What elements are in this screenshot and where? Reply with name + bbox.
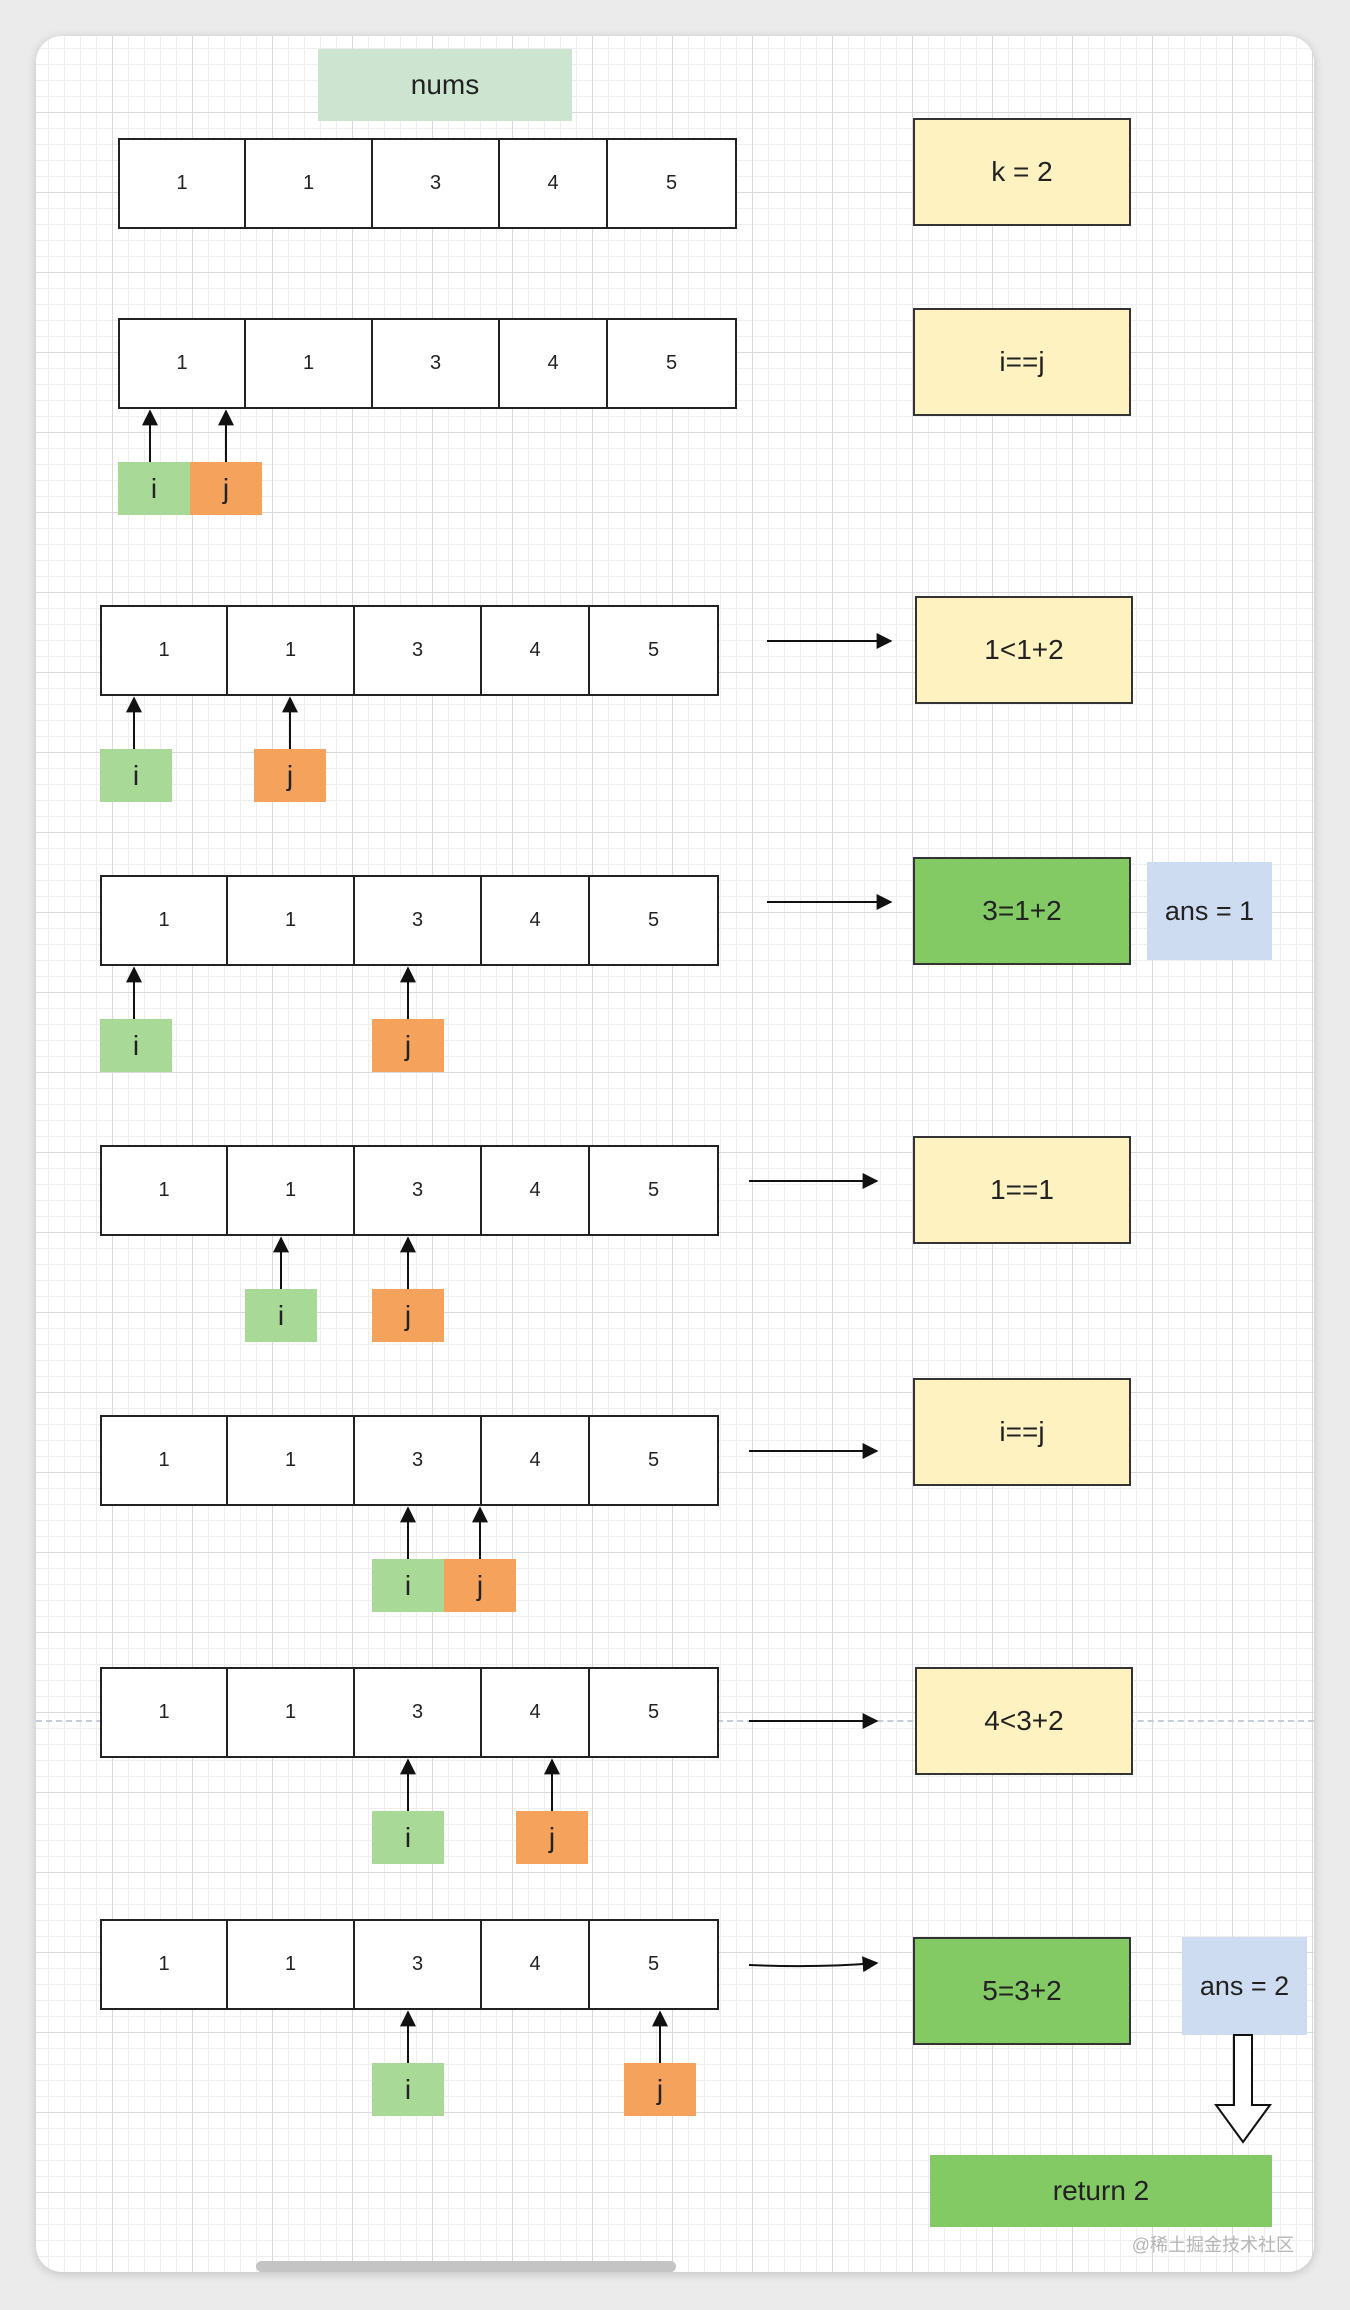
array-cell: 4 [482, 1417, 590, 1504]
condition-box-5: i==j [913, 1378, 1131, 1486]
array-row-4: 1 1 3 4 5 [100, 1145, 719, 1236]
array-cell: 1 [228, 1147, 355, 1234]
return-box: return 2 [930, 2155, 1272, 2227]
array-cell: 4 [500, 140, 608, 227]
array-row-7: 1 1 3 4 5 [100, 1919, 719, 2010]
watermark: @稀土掘金技术社区 [1131, 2235, 1294, 2255]
answer-badge-1: ans = 1 [1147, 862, 1272, 960]
array-cell: 1 [228, 607, 355, 694]
pointer-i: i [245, 1289, 317, 1342]
pointer-j: j [190, 462, 262, 515]
array-cell: 3 [355, 1147, 482, 1234]
array-cell: 4 [482, 1147, 590, 1234]
array-row-1: 1 1 3 4 5 [118, 318, 737, 409]
array-row-2: 1 1 3 4 5 [100, 605, 719, 696]
answer-badge-2: ans = 2 [1182, 1937, 1307, 2035]
array-cell: 4 [482, 1921, 590, 2008]
array-cell: 5 [647, 1953, 660, 1975]
array-cell: 3 [355, 877, 482, 964]
array-cell: 1 [120, 140, 246, 227]
condition-box-4: 1==1 [913, 1136, 1131, 1244]
condition-box-2: 1<1+2 [915, 596, 1133, 704]
array-cell: 1 [102, 607, 228, 694]
array-cell: 4 [482, 607, 590, 694]
pointer-j: j [254, 749, 326, 802]
condition-box-7: 5=3+2 [913, 1937, 1131, 2045]
condition-box-1: i==j [913, 308, 1131, 416]
array-cell: 5 [665, 352, 678, 374]
pointer-j: j [372, 1289, 444, 1342]
array-row-6: 1 1 3 4 5 [100, 1667, 719, 1758]
array-cell: 1 [228, 1669, 355, 1756]
pointer-i: i [372, 1559, 444, 1612]
array-cell: 1 [228, 1417, 355, 1504]
pointer-j: j [516, 1811, 588, 1864]
array-cell: 1 [102, 877, 228, 964]
array-cell: 4 [482, 877, 590, 964]
array-row-3: 1 1 3 4 5 [100, 875, 719, 966]
array-cell: 1 [120, 320, 246, 407]
pointer-i: i [100, 749, 172, 802]
array-cell: 1 [102, 1921, 228, 2008]
array-cell: 5 [647, 1179, 660, 1201]
condition-box-0: k = 2 [913, 118, 1131, 226]
pointer-j: j [372, 1019, 444, 1072]
array-cell: 3 [355, 1669, 482, 1756]
array-cell: 3 [355, 607, 482, 694]
array-cell: 5 [647, 909, 660, 931]
pointer-j: j [444, 1559, 516, 1612]
condition-box-3: 3=1+2 [913, 857, 1131, 965]
horizontal-scrollbar[interactable] [256, 2261, 676, 2272]
array-cell: 3 [355, 1417, 482, 1504]
array-cell: 3 [373, 320, 500, 407]
condition-box-6: 4<3+2 [915, 1667, 1133, 1775]
diagram-canvas: nums 1 1 3 4 5 k = 2 1 1 3 4 5 i j i==j … [36, 36, 1314, 2272]
arrows-layer [126, 409, 1272, 2144]
array-row-5: 1 1 3 4 5 [100, 1415, 719, 1506]
array-row-0: 1 1 3 4 5 [118, 138, 737, 229]
hollow-down-arrow [1214, 2034, 1272, 2144]
array-cell: 1 [228, 877, 355, 964]
array-cell: 1 [102, 1147, 228, 1234]
array-cell: 1 [246, 320, 373, 407]
pointer-i: i [100, 1019, 172, 1072]
array-cell: 1 [102, 1669, 228, 1756]
pointer-j: j [624, 2063, 696, 2116]
array-cell: 5 [665, 172, 678, 194]
flow-arrow [748, 1956, 879, 1973]
array-title: nums [318, 49, 572, 121]
array-cell: 4 [482, 1669, 590, 1756]
pointer-i: i [372, 2063, 444, 2116]
array-cell: 1 [228, 1921, 355, 2008]
pointer-i: i [118, 462, 190, 515]
array-cell: 3 [355, 1921, 482, 2008]
pointer-i: i [372, 1811, 444, 1864]
array-cell: 1 [102, 1417, 228, 1504]
array-cell: 5 [647, 1701, 660, 1723]
array-cell: 1 [246, 140, 373, 227]
array-cell: 4 [500, 320, 608, 407]
array-cell: 5 [647, 639, 660, 661]
array-cell: 3 [373, 140, 500, 227]
array-cell: 5 [647, 1449, 660, 1471]
